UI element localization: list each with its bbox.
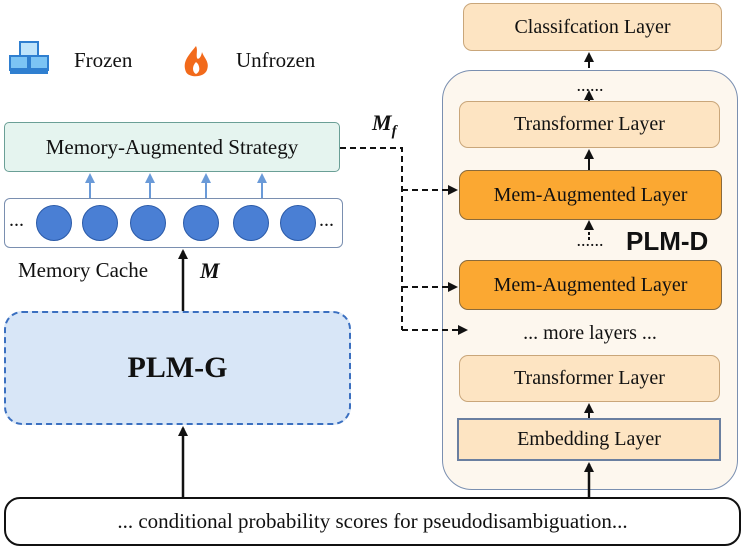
legend-unfrozen-label: Unfrozen [236, 48, 316, 72]
transformer-layer-top: Transformer Layer [459, 101, 720, 148]
mf-label: Mf [372, 110, 397, 140]
memory-slot [233, 205, 269, 241]
m-label: M [200, 258, 220, 283]
memory-augmented-strategy-box: Memory-Augmented Strategy [4, 122, 340, 172]
mf-dashed-route [340, 147, 403, 330]
more-layers-text: ... more layers ... [523, 321, 657, 344]
memory-cache-label: Memory Cache [18, 258, 149, 282]
classification-layer: Classifcation Layer [463, 3, 722, 51]
mf-label-sub: f [391, 123, 397, 140]
memory-slot [36, 205, 72, 241]
memory-cache-box: ... ... [4, 198, 343, 248]
plm-d-top-ellipsis: ...... [576, 74, 604, 95]
memory-slot [280, 205, 316, 241]
plm-g-label: PLM-G [127, 351, 228, 384]
plm-d-label: PLM-D [626, 226, 709, 256]
memory-slot [82, 205, 118, 241]
embedding-layer: Embedding Layer [457, 418, 721, 461]
plm-g-box: PLM-G [4, 311, 351, 425]
cache-ellipsis-right: ... [319, 209, 334, 231]
mem-augmented-layer-1: Mem-Augmented Layer [459, 170, 722, 220]
mem-augmented-layer-2: Mem-Augmented Layer [459, 260, 722, 310]
memory-slot [130, 205, 166, 241]
memory-slot [183, 205, 219, 241]
legend-frozen-label: Frozen [74, 48, 133, 72]
mf-label-main: M [372, 110, 392, 135]
transformer-layer-bottom: Transformer Layer [459, 355, 720, 402]
input-text-box: ... conditional probability scores for p… [4, 497, 741, 546]
cache-ellipsis-left: ... [9, 209, 24, 231]
flame-icon [184, 46, 208, 77]
frozen-cubes-icon [9, 41, 49, 74]
